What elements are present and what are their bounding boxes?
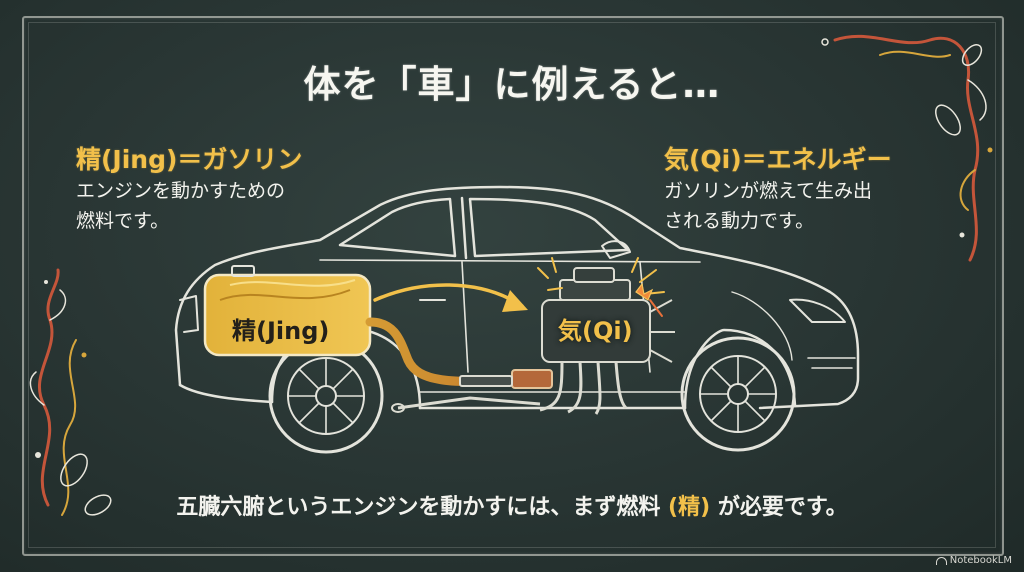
jing-desc-line-2: 燃料です。 (76, 210, 170, 232)
notebooklm-logo-icon (935, 556, 947, 565)
chalk-border (22, 16, 1004, 556)
qi-heading: 気(Qi)＝エネルギー (664, 145, 892, 174)
jing-desc-line-1: エンジンを動かすための (76, 180, 286, 202)
notebooklm-credit: NotebookLM (935, 555, 1012, 566)
vine-decoration-left (29, 268, 112, 516)
jing-heading: 精(Jing)＝ガソリン (76, 145, 303, 174)
spark-effects (537, 257, 665, 317)
fuel-tank-label: 精(Jing) (232, 317, 330, 345)
flow-arrow (373, 283, 528, 312)
summary-text-after: が必要です。 (717, 495, 848, 520)
jing-description: エンジンを動かすための 燃料です。 (76, 176, 285, 236)
credit-text: NotebookLM (949, 555, 1012, 566)
rear-wheel (268, 338, 384, 454)
qi-desc-line-2: される動力です。 (664, 210, 815, 232)
summary-text-before: 五臓六腑というエンジンを動かすには、まず燃料 (176, 495, 661, 520)
qi-description: ガソリンが燃えて生み出 される動力です。 (664, 176, 872, 236)
fuel-tank (203, 265, 372, 357)
engine-label: 気(Qi) (558, 317, 633, 345)
front-wheel (680, 336, 796, 452)
qi-desc-line-1: ガソリンが燃えて生み出 (664, 180, 873, 202)
summary-caption: 五臓六腑というエンジンを動かすには、まず燃料 (精) が必要です。 (0, 489, 1024, 521)
vine-decoration-right (821, 34, 993, 262)
engine (391, 267, 675, 415)
chalk-border-inner (28, 22, 996, 548)
page-title: 体を「車」に例えると… (303, 63, 721, 106)
summary-highlight: (精) (668, 495, 711, 520)
